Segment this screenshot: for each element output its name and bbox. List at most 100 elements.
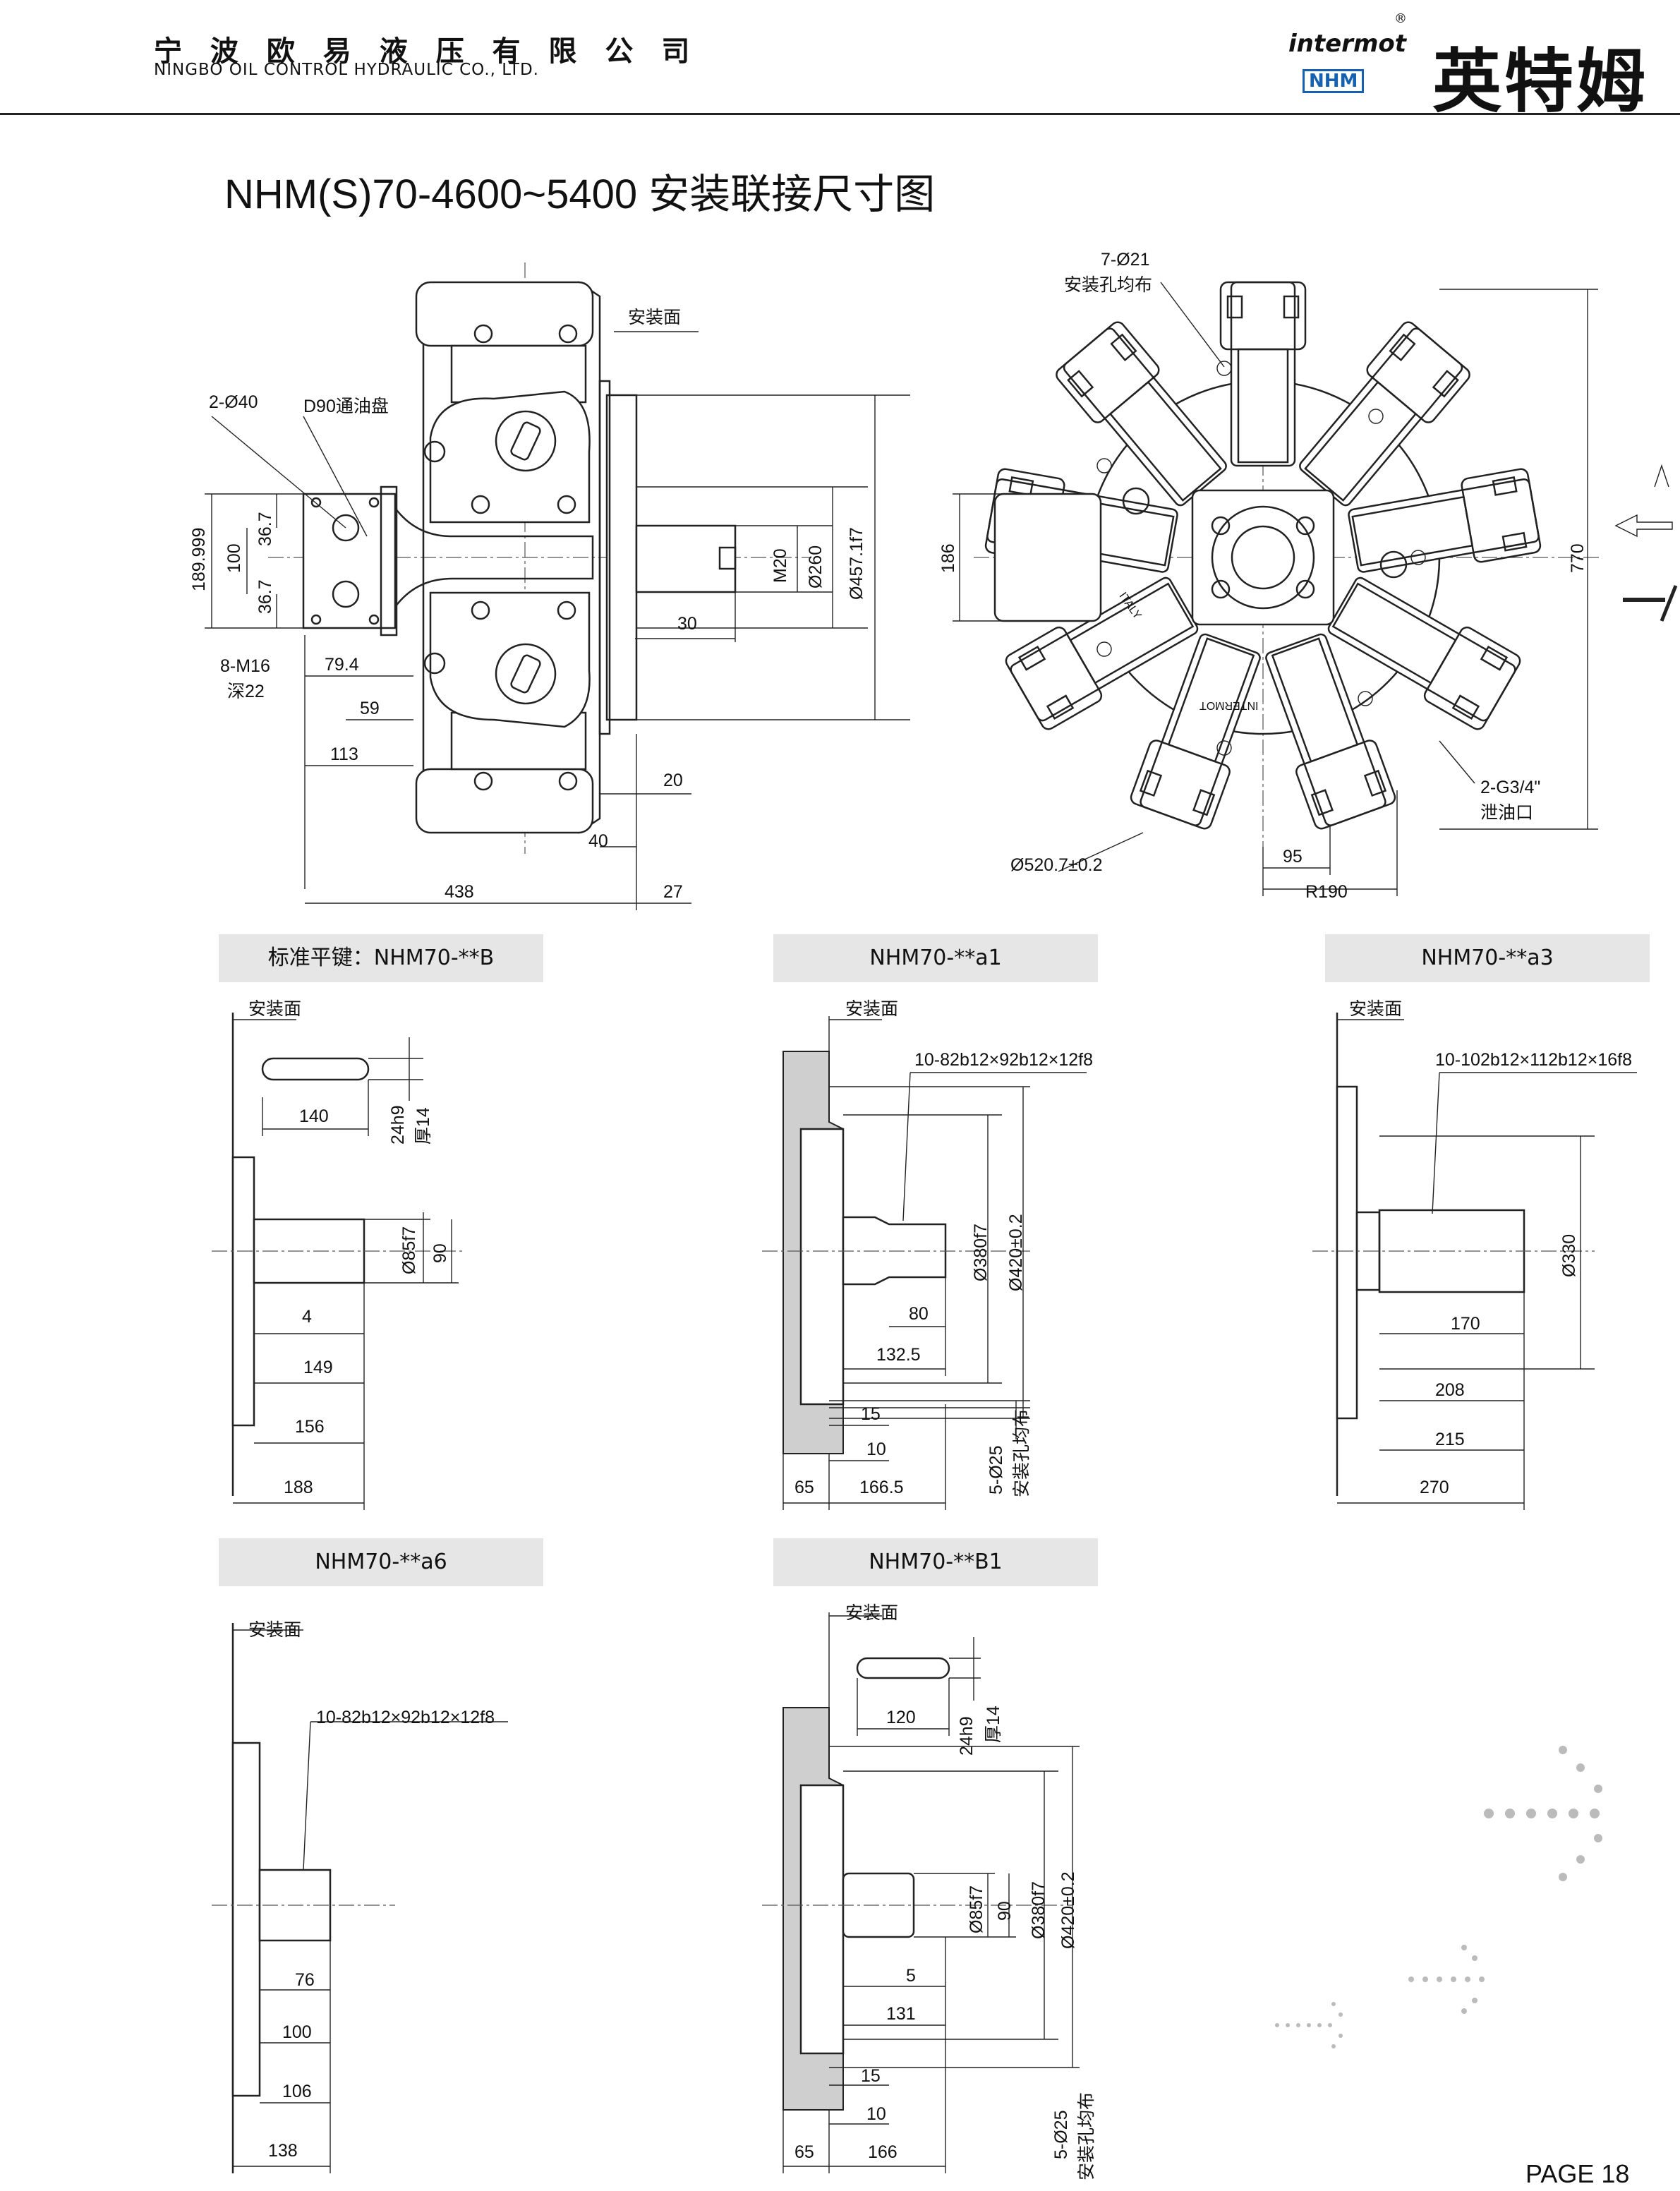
section-a3-drawing bbox=[1312, 1013, 1637, 1510]
intermot-mark: INTERMOT bbox=[1199, 699, 1259, 711]
section-b1-drawing bbox=[762, 1612, 1080, 2173]
a1-holes-note: 安装孔均布 bbox=[1012, 1408, 1032, 1497]
radius-190: R190 bbox=[1305, 882, 1348, 902]
motor-side-view bbox=[205, 262, 910, 910]
b-key: 24h9 bbox=[388, 1105, 408, 1145]
dim-186: 186 bbox=[938, 543, 958, 573]
dim-36-7-top: 36.7 bbox=[255, 512, 275, 546]
section-header-a6: NHM70-**a6 bbox=[219, 1538, 543, 1586]
page-number: PAGE 18 bbox=[1525, 2159, 1630, 2188]
a1-dim-132-5: 132.5 bbox=[876, 1345, 921, 1365]
drain-note: 泄油口 bbox=[1480, 803, 1534, 823]
a1-dim-65: 65 bbox=[794, 1478, 814, 1497]
page-title: NHM(S)70-4600~5400 安装联接尺寸图 bbox=[224, 171, 936, 217]
company-name-cn: 宁 波 欧 易 液 压 有 限 公 司 bbox=[154, 35, 699, 68]
b-dim-140: 140 bbox=[299, 1106, 329, 1126]
a6-dim-138: 138 bbox=[268, 2141, 298, 2161]
brand-badge: NHM bbox=[1303, 69, 1365, 93]
b-dim-90: 90 bbox=[430, 1243, 450, 1263]
b1-dim-15: 15 bbox=[861, 2066, 881, 2086]
b1-holes: 5-Ø25 bbox=[1051, 2110, 1071, 2159]
section-a6-drawing bbox=[212, 1623, 508, 2173]
b1-dim-65: 65 bbox=[794, 2142, 814, 2162]
a3-dim-330: Ø330 bbox=[1559, 1233, 1579, 1277]
b-dim-85: Ø85f7 bbox=[399, 1226, 419, 1274]
brand-logo-text: intermot bbox=[1288, 30, 1406, 58]
a6-spline: 10-82b12×92b12×12f8 bbox=[316, 1708, 495, 1727]
brand-name-cn: 英特姆 bbox=[1432, 42, 1649, 122]
b1-dim-166: 166 bbox=[868, 2142, 898, 2162]
a1-dim-80: 80 bbox=[909, 1304, 929, 1324]
a1-dim-420: Ø420±0.2 bbox=[1006, 1214, 1026, 1291]
dim-438: 438 bbox=[445, 882, 474, 902]
b1-dim-420: Ø420±0.2 bbox=[1058, 1871, 1078, 1949]
registered-mark: ® bbox=[1394, 11, 1407, 26]
holes-2-label: 2-Ø40 bbox=[209, 392, 258, 412]
thread-m20: M20 bbox=[770, 548, 790, 583]
dim-520: Ø520.7±0.2 bbox=[1010, 855, 1103, 875]
b1-dim-380: Ø380f7 bbox=[1029, 1881, 1049, 1939]
a3-mount-face: 安装面 bbox=[1349, 999, 1403, 1019]
section-header-b1: NHM70-**B1 bbox=[773, 1538, 1098, 1586]
depth-label: 深22 bbox=[227, 682, 265, 701]
decor-dotted-arrows bbox=[1275, 1746, 1602, 2048]
dim-95: 95 bbox=[1283, 847, 1303, 867]
a3-dim-270: 270 bbox=[1420, 1478, 1449, 1497]
a6-mount-face: 安装面 bbox=[248, 1620, 302, 1640]
b1-dim-90: 90 bbox=[995, 1901, 1015, 1921]
bolts-label: 8-M16 bbox=[220, 656, 270, 676]
decor-arrows bbox=[1614, 464, 1678, 622]
a3-dim-215: 215 bbox=[1435, 1430, 1465, 1449]
dim-189: 189.999 bbox=[189, 527, 209, 591]
a1-dim-10: 10 bbox=[866, 1439, 886, 1459]
a3-spline: 10-102b12×112b12×16f8 bbox=[1435, 1050, 1632, 1070]
b-key-thickness: 厚14 bbox=[413, 1107, 433, 1145]
b1-dim-131: 131 bbox=[886, 2004, 916, 2024]
b-dim-4: 4 bbox=[302, 1307, 312, 1327]
b1-dim-120: 120 bbox=[886, 1708, 916, 1727]
a1-dim-166-5: 166.5 bbox=[859, 1478, 904, 1497]
dim-770: 770 bbox=[1568, 543, 1588, 573]
a1-spline: 10-82b12×92b12×12f8 bbox=[914, 1050, 1094, 1070]
section-header-a1: NHM70-**a1 bbox=[773, 934, 1098, 982]
drain-label: 2-G3/4" bbox=[1480, 778, 1541, 797]
section-b-drawing bbox=[212, 1013, 466, 1510]
motor-front-view bbox=[953, 281, 1602, 896]
section-header-a3: NHM70-**a3 bbox=[1325, 934, 1650, 982]
dim-100: 100 bbox=[224, 543, 244, 573]
a6-dim-106: 106 bbox=[282, 2082, 312, 2101]
b1-dim-5: 5 bbox=[906, 1966, 916, 1986]
dim-79-4: 79.4 bbox=[325, 655, 359, 675]
b1-holes-note: 安装孔均布 bbox=[1077, 2092, 1096, 2180]
a1-dim-380: Ø380f7 bbox=[971, 1223, 991, 1281]
dim-20: 20 bbox=[663, 771, 683, 790]
dim-59: 59 bbox=[360, 699, 380, 718]
section-header-b: 标准平键：NHM70-**B bbox=[219, 934, 543, 982]
holes-7-note: 安装孔均布 bbox=[1064, 275, 1153, 295]
b-dim-156: 156 bbox=[295, 1417, 325, 1437]
b1-mount-face: 安装面 bbox=[845, 1603, 899, 1623]
dim-40: 40 bbox=[588, 831, 608, 851]
header-divider bbox=[0, 113, 1680, 115]
b1-dim-85: Ø85f7 bbox=[967, 1885, 986, 1933]
a6-dim-100: 100 bbox=[282, 2022, 312, 2042]
company-name-en: NINGBO OIL CONTROL HYDRAULIC CO., LTD. bbox=[154, 61, 539, 79]
a1-mount-face: 安装面 bbox=[845, 999, 899, 1019]
a6-dim-76: 76 bbox=[295, 1970, 315, 1990]
dim-113: 113 bbox=[330, 744, 358, 764]
a3-dim-170: 170 bbox=[1451, 1314, 1480, 1334]
a3-dim-208: 208 bbox=[1435, 1380, 1465, 1400]
dim-457: Ø457.1f7 bbox=[847, 527, 866, 600]
b-dim-149: 149 bbox=[303, 1358, 333, 1377]
b1-key-thickness: 厚14 bbox=[984, 1706, 1003, 1743]
b-dim-188: 188 bbox=[284, 1478, 313, 1497]
b1-key: 24h9 bbox=[957, 1716, 977, 1756]
dim-30: 30 bbox=[677, 614, 697, 634]
b-mount-face: 安装面 bbox=[248, 999, 302, 1019]
oil-disc-label: D90通油盘 bbox=[303, 397, 389, 416]
holes-7-label: 7-Ø21 bbox=[1101, 250, 1150, 270]
dim-36-7-bottom: 36.7 bbox=[255, 579, 275, 614]
a1-dim-15: 15 bbox=[861, 1404, 881, 1424]
dim-27: 27 bbox=[663, 882, 683, 902]
